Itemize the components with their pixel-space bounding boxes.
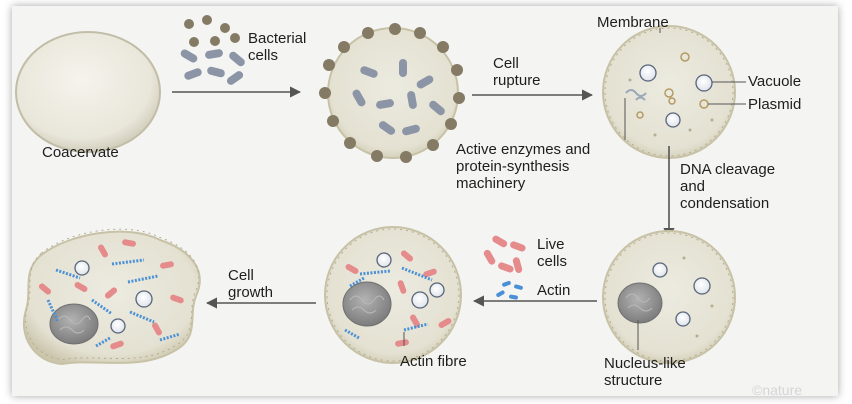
cell-with-actin-fibre <box>324 226 462 364</box>
bacterial-cells-label: Bacterial cells <box>248 30 307 64</box>
cell-growth-label: Cell growth <box>228 267 274 301</box>
cell-rupture-label: Cell rupture <box>493 55 541 89</box>
grown-cell <box>22 228 201 366</box>
actin-label: Actin <box>537 282 571 299</box>
membrane-label: Membrane <box>597 14 669 31</box>
active-enzymes-label: Active enzymes and protein-synthesis mac… <box>456 141 591 192</box>
live-cells-label: Live cells <box>537 236 568 270</box>
coacervate-with-bacteria <box>319 23 465 163</box>
plasmid-label: Plasmid <box>748 96 802 113</box>
cell-with-lysed-contents <box>602 25 736 159</box>
cell-with-nucleus <box>602 230 736 364</box>
coacervate-droplet <box>15 31 161 153</box>
credit-watermark: ©nature <box>752 382 803 398</box>
nucleus-like-structure-label: Nucleus-like structure <box>604 355 686 389</box>
coacervate-label: Coacervate <box>42 144 119 161</box>
bacterial-cells-icon <box>180 15 245 85</box>
actin-fibre-label: Actin fibre <box>400 353 467 370</box>
actin-icon <box>496 280 523 300</box>
dna-cleavage-label: DNA cleavage and condensation <box>680 161 776 212</box>
vacuole-label: Vacuole <box>748 73 802 90</box>
live-cells-icon <box>483 235 526 273</box>
